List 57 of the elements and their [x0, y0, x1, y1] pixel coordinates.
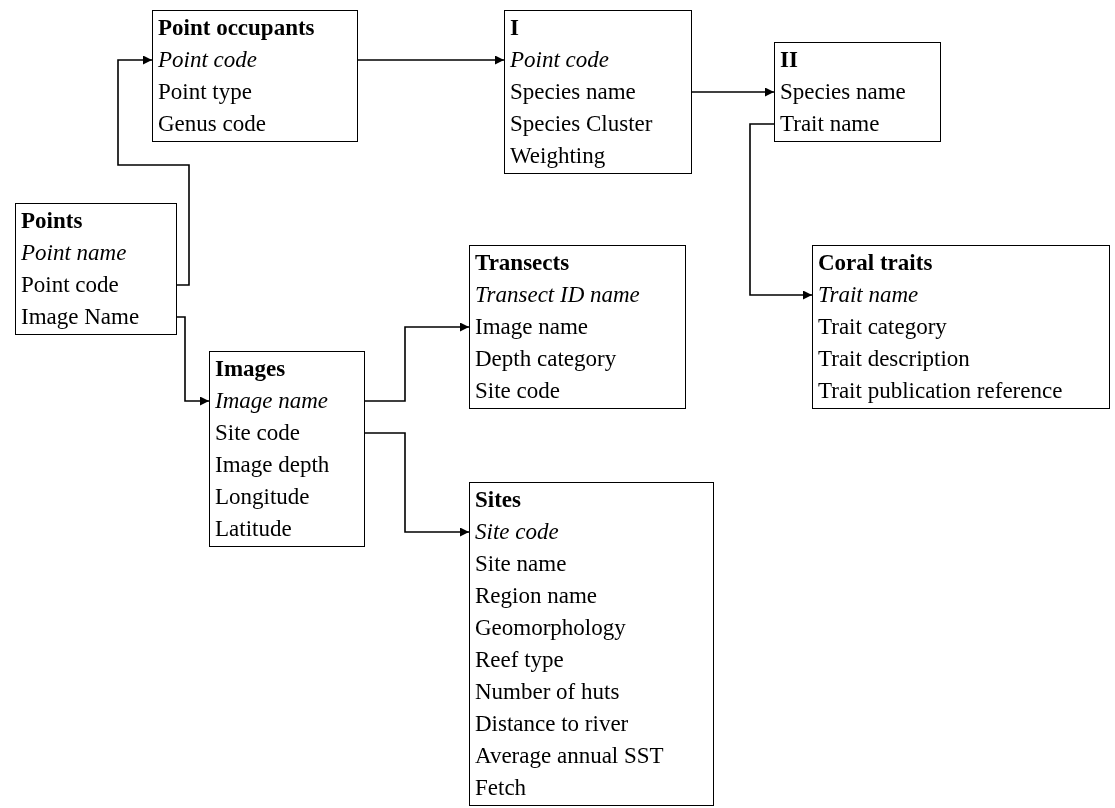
table-title: I: [510, 14, 519, 42]
table-box: [504, 10, 692, 174]
connector-arrow: [364, 432, 470, 537]
table-title: Images: [215, 355, 286, 383]
field-name: Image name: [475, 313, 589, 341]
table-title: Points: [21, 207, 83, 235]
table-box: [469, 482, 714, 806]
field-name: Point name: [21, 239, 127, 267]
field-name: Image name: [215, 387, 329, 415]
table-title: Sites: [475, 486, 521, 514]
field-name: Site code: [475, 377, 560, 405]
field-name: Trait category: [818, 313, 947, 341]
field-name: Trait publication reference: [818, 377, 1063, 405]
table-box: [469, 245, 686, 409]
field-name: Point code: [158, 46, 257, 74]
connector-arrow: [691, 87, 775, 97]
field-name: Site code: [475, 518, 559, 546]
table-title: Coral traits: [818, 249, 933, 277]
table-title: Point occupants: [158, 14, 315, 42]
connector-arrow: [364, 322, 470, 402]
field-name: Point code: [510, 46, 609, 74]
field-name: Trait name: [780, 110, 880, 138]
field-name: Region name: [475, 582, 597, 610]
connector-arrow: [117, 55, 190, 286]
table-box: [152, 10, 358, 142]
field-name: Distance to river: [475, 710, 629, 738]
connector-arrow: [176, 316, 210, 406]
field-name: Image depth: [215, 451, 330, 479]
table-box: [15, 203, 177, 335]
field-name: Species name: [780, 78, 906, 106]
connector-arrow: [357, 55, 505, 65]
field-name: Latitude: [215, 515, 292, 543]
table-title: Transects: [475, 249, 570, 277]
field-name: Point code: [21, 271, 119, 299]
table-box: [209, 351, 365, 547]
field-name: Genus code: [158, 110, 266, 138]
field-name: Longitude: [215, 483, 310, 511]
connector-arrow: [749, 123, 813, 300]
table-box: [812, 245, 1110, 409]
field-name: Number of huts: [475, 678, 620, 706]
field-name: Transect ID name: [475, 281, 640, 309]
field-name: Fetch: [475, 774, 527, 802]
field-name: Reef type: [475, 646, 564, 674]
field-name: Trait description: [818, 345, 970, 373]
field-name: Geomorphology: [475, 614, 626, 642]
field-name: Trait name: [818, 281, 919, 309]
field-name: Species name: [510, 78, 636, 106]
field-name: Image Name: [21, 303, 140, 331]
field-name: Point type: [158, 78, 252, 106]
field-name: Weighting: [510, 142, 606, 170]
table-title: II: [780, 46, 798, 74]
table-box: [774, 42, 941, 142]
field-name: Site name: [475, 550, 567, 578]
field-name: Species Cluster: [510, 110, 653, 138]
field-name: Site code: [215, 419, 300, 447]
field-name: Depth category: [475, 345, 617, 373]
field-name: Average annual SST: [475, 742, 664, 770]
